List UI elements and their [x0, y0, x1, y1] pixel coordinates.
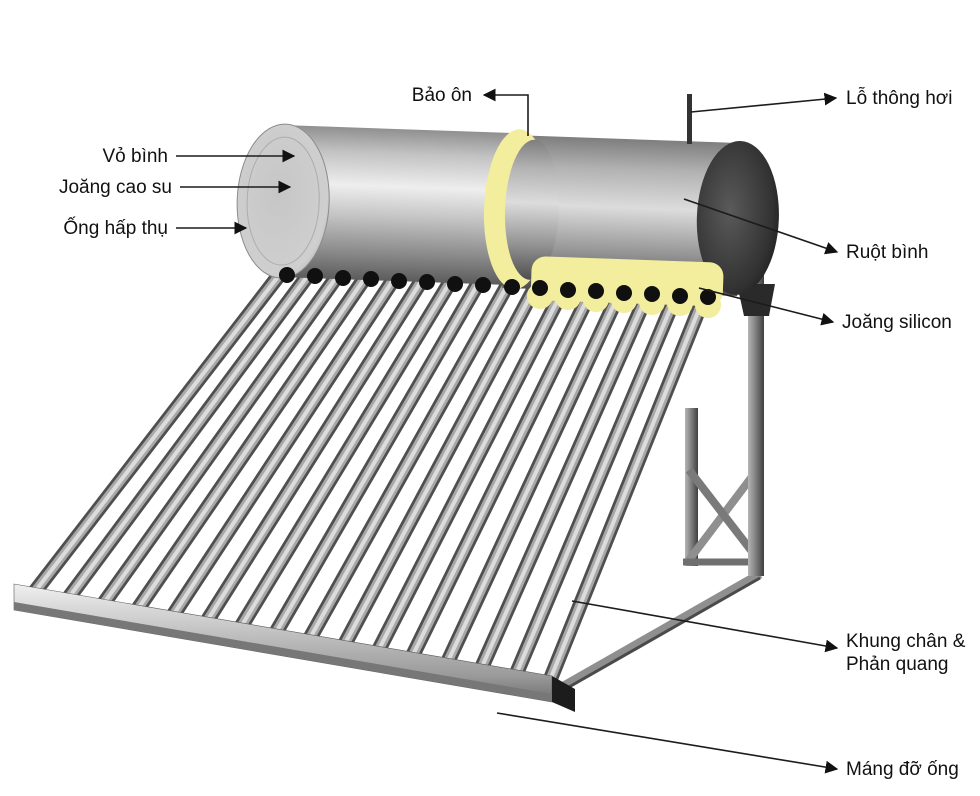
label-joang-cao-su: Joăng cao su	[59, 177, 172, 198]
leader-mang-do-ong	[496, 712, 839, 774]
label-mang-do-ong: Máng đỡ ống	[846, 759, 959, 780]
label-ong-hap-thu: Ống hấp thụ	[63, 217, 168, 239]
vent-pipe	[687, 94, 692, 144]
tube-support-rail	[13, 583, 575, 712]
leader-bao-on	[482, 88, 529, 136]
insulation-cutaway	[504, 139, 560, 280]
leader-lines	[176, 88, 839, 774]
label-khung-chan-line2: Phản quang	[846, 654, 949, 675]
tank-left-cap-rim	[246, 136, 320, 266]
support-frame	[545, 268, 775, 701]
tank-inner-core	[502, 134, 743, 296]
leader-ruot-binh	[683, 198, 839, 255]
label-vo-binh: Vỏ bình	[103, 146, 169, 167]
rail-end-cap	[552, 676, 575, 712]
frame-brace-icon	[685, 467, 761, 561]
leader-lo-thong-hoi	[690, 92, 838, 113]
frame-front-leg	[748, 268, 764, 576]
storage-tank	[236, 123, 779, 296]
frame-diagonal-bar-edge	[547, 576, 761, 701]
tank-outer-shell	[280, 125, 526, 286]
labels: Bảo ôn Lỗ thông hơi Vỏ bình Joăng cao su…	[59, 85, 966, 780]
label-ruot-binh: Ruột bình	[846, 242, 928, 263]
label-bao-on: Bảo ôn	[412, 85, 472, 106]
label-lo-thong-hoi: Lỗ thông hơi	[846, 87, 953, 109]
tube-ports	[279, 267, 716, 305]
rail-front-edge	[14, 602, 552, 702]
leader-khung-chan	[571, 600, 839, 653]
label-joang-silicon: Joăng silicon	[842, 312, 952, 333]
frame-diagonal-bar	[545, 570, 763, 699]
label-khung-chan-line1: Khung chân &	[846, 631, 966, 652]
frame-rear-post	[685, 408, 698, 566]
leader-joang-silicon	[698, 287, 835, 326]
